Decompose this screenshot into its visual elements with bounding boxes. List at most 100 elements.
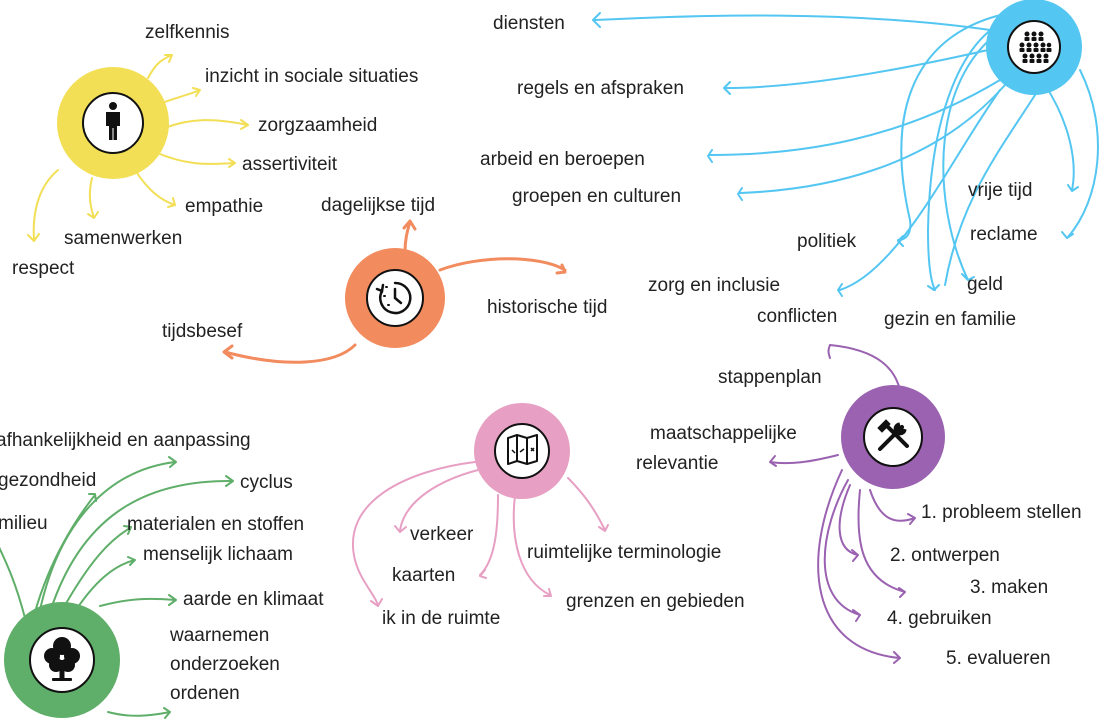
label-gezin-en-familie: gezin en familie bbox=[884, 309, 1016, 330]
connector bbox=[897, 9, 1031, 247]
connector bbox=[817, 469, 901, 664]
label-relevantie: relevantie bbox=[636, 453, 718, 474]
connector bbox=[823, 479, 861, 622]
connector bbox=[164, 119, 249, 130]
connector bbox=[59, 525, 132, 615]
label-ik-in-de-ruimte: ik in de ruimte bbox=[382, 608, 500, 629]
label-menselijk-lichaam: menselijk lichaam bbox=[143, 544, 293, 565]
label-politiek: politiek bbox=[797, 231, 857, 252]
label-ordenen: ordenen bbox=[170, 683, 240, 704]
yellow-cluster bbox=[27, 54, 249, 242]
connector bbox=[707, 79, 1001, 163]
orange-cluster bbox=[222, 219, 567, 364]
connector bbox=[438, 257, 567, 275]
label-respect: respect bbox=[12, 258, 75, 279]
tools-hub bbox=[841, 385, 945, 489]
connector bbox=[723, 49, 989, 95]
group-icon bbox=[1019, 31, 1052, 63]
connector bbox=[222, 343, 357, 364]
connector bbox=[0, 546, 26, 619]
label-kaarten: kaarten bbox=[392, 565, 455, 586]
label-inzicht-sociale-situaties: inzicht in sociale situaties bbox=[205, 66, 418, 87]
label-vrije-tijd: vrije tijd bbox=[968, 180, 1032, 201]
connector bbox=[154, 151, 236, 168]
label-reclame: reclame bbox=[970, 224, 1038, 245]
label-dagelijkse-tijd: dagelijkse tijd bbox=[321, 195, 435, 216]
label-verkeer: verkeer bbox=[410, 524, 474, 545]
connector bbox=[147, 54, 173, 79]
pink-cluster bbox=[352, 461, 609, 607]
connector bbox=[1061, 69, 1099, 239]
label-evalueren: 5. evalueren bbox=[946, 648, 1051, 669]
label-milieu: milieu bbox=[0, 513, 48, 534]
person-hub bbox=[57, 67, 169, 179]
blue-cluster bbox=[592, 9, 1099, 297]
connector bbox=[512, 494, 552, 597]
connector bbox=[942, 24, 1011, 281]
label-samenwerken: samenwerken bbox=[64, 228, 182, 249]
label-gezondheid: gezondheid bbox=[0, 470, 96, 491]
label-probleem-stellen: 1. probleem stellen bbox=[921, 502, 1082, 523]
label-arbeid-en-beroepen: arbeid en beroepen bbox=[480, 149, 645, 170]
green-cluster bbox=[0, 456, 234, 719]
connector bbox=[352, 461, 476, 607]
connector bbox=[107, 707, 171, 719]
purple-cluster bbox=[769, 344, 916, 664]
label-grenzen-en-gebieden: grenzen en gebieden bbox=[566, 591, 745, 612]
connector bbox=[161, 87, 201, 104]
label-afhankelijkheid-en-aanpassing: afhankelijkheid en aanpassing bbox=[0, 430, 251, 451]
label-conflicten: conflicten bbox=[757, 306, 837, 327]
connector bbox=[34, 493, 97, 613]
label-ruimtelijke-terminologie: ruimtelijke terminologie bbox=[527, 542, 721, 563]
connector bbox=[944, 94, 1036, 286]
time-hub bbox=[345, 248, 445, 348]
connector bbox=[837, 89, 1001, 297]
label-zorg-en-inclusie: zorg en inclusie bbox=[648, 275, 780, 296]
connector bbox=[27, 169, 59, 242]
person-icon bbox=[106, 102, 120, 140]
label-aarde-en-klimaat: aarde en klimaat bbox=[183, 589, 324, 610]
label-regels-en-afspraken: regels en afspraken bbox=[517, 78, 684, 99]
tree-icon bbox=[44, 637, 80, 681]
label-maatschappelijke: maatschappelijke bbox=[650, 423, 797, 444]
label-ontwerpen: 2. ontwerpen bbox=[890, 545, 1000, 566]
label-waarnemen: waarnemen bbox=[169, 625, 269, 646]
connector bbox=[87, 177, 99, 219]
connector bbox=[838, 484, 859, 562]
label-zelfkennis: zelfkennis bbox=[145, 22, 230, 43]
connector bbox=[402, 219, 417, 254]
label-onderzoeken: onderzoeken bbox=[170, 654, 280, 675]
label-zorgzaamheid: zorgzaamheid bbox=[258, 115, 377, 136]
map-hub bbox=[474, 403, 570, 499]
label-stappenplan: stappenplan bbox=[718, 367, 822, 388]
connector bbox=[134, 169, 176, 208]
label-assertiviteit: assertiviteit bbox=[242, 154, 338, 175]
label-groepen-en-culturen: groepen en culturen bbox=[512, 186, 681, 207]
connector bbox=[567, 477, 609, 532]
label-tijdsbesef: tijdsbesef bbox=[162, 321, 243, 342]
connector bbox=[827, 344, 901, 391]
label-gebruiken: 4. gebruiken bbox=[887, 608, 992, 629]
connector bbox=[737, 84, 1006, 201]
label-cyclus: cyclus bbox=[240, 472, 293, 493]
connector bbox=[857, 489, 906, 598]
connector bbox=[1044, 84, 1079, 192]
label-empathie: empathie bbox=[185, 196, 263, 217]
tools-icon bbox=[877, 419, 909, 451]
label-geld: geld bbox=[967, 274, 1003, 295]
connector bbox=[479, 494, 499, 579]
connector bbox=[927, 14, 1021, 291]
label-materialen-en-stoffen: materialen en stoffen bbox=[127, 514, 304, 535]
label-diensten: diensten bbox=[493, 13, 565, 34]
connector bbox=[869, 489, 916, 525]
group-hub bbox=[986, 0, 1082, 95]
connector bbox=[394, 469, 479, 533]
clock-icon bbox=[375, 281, 412, 315]
connector bbox=[592, 12, 991, 31]
connector bbox=[39, 456, 177, 611]
connector bbox=[99, 594, 177, 607]
map-icon bbox=[507, 434, 538, 465]
label-historische-tijd: historische tijd bbox=[487, 297, 607, 318]
connector bbox=[49, 475, 234, 613]
